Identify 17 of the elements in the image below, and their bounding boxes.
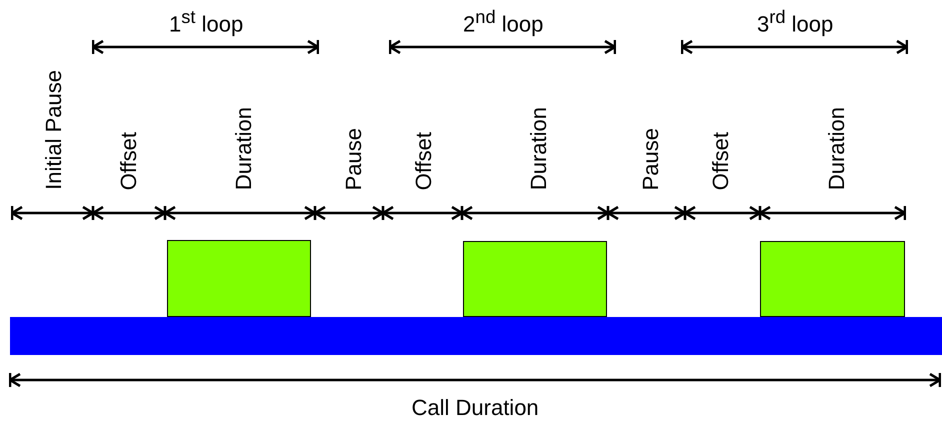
timing-block [463,241,607,317]
segment-label: Pause [640,128,662,190]
segment-label: Duration [233,106,255,190]
segment-label: Offset [413,132,435,190]
loop-label: 2$^{nd}$ loop [463,8,544,36]
segment-label: Pause [343,128,365,190]
loop-label: 1$^{st}$ loop [169,8,244,36]
timeline-bar [10,317,942,355]
segment-label: Offset [118,132,140,190]
segment-label: Duration [826,106,848,190]
total-duration-label: Call Duration [412,397,539,419]
segment-label: Offset [710,132,732,190]
timing-block [760,241,905,317]
segment-label: Duration [528,106,550,190]
segment-label: Initial Pause [43,70,65,190]
timing-block [167,240,311,317]
loop-label: 3$^{rd}$ loop [757,8,834,36]
